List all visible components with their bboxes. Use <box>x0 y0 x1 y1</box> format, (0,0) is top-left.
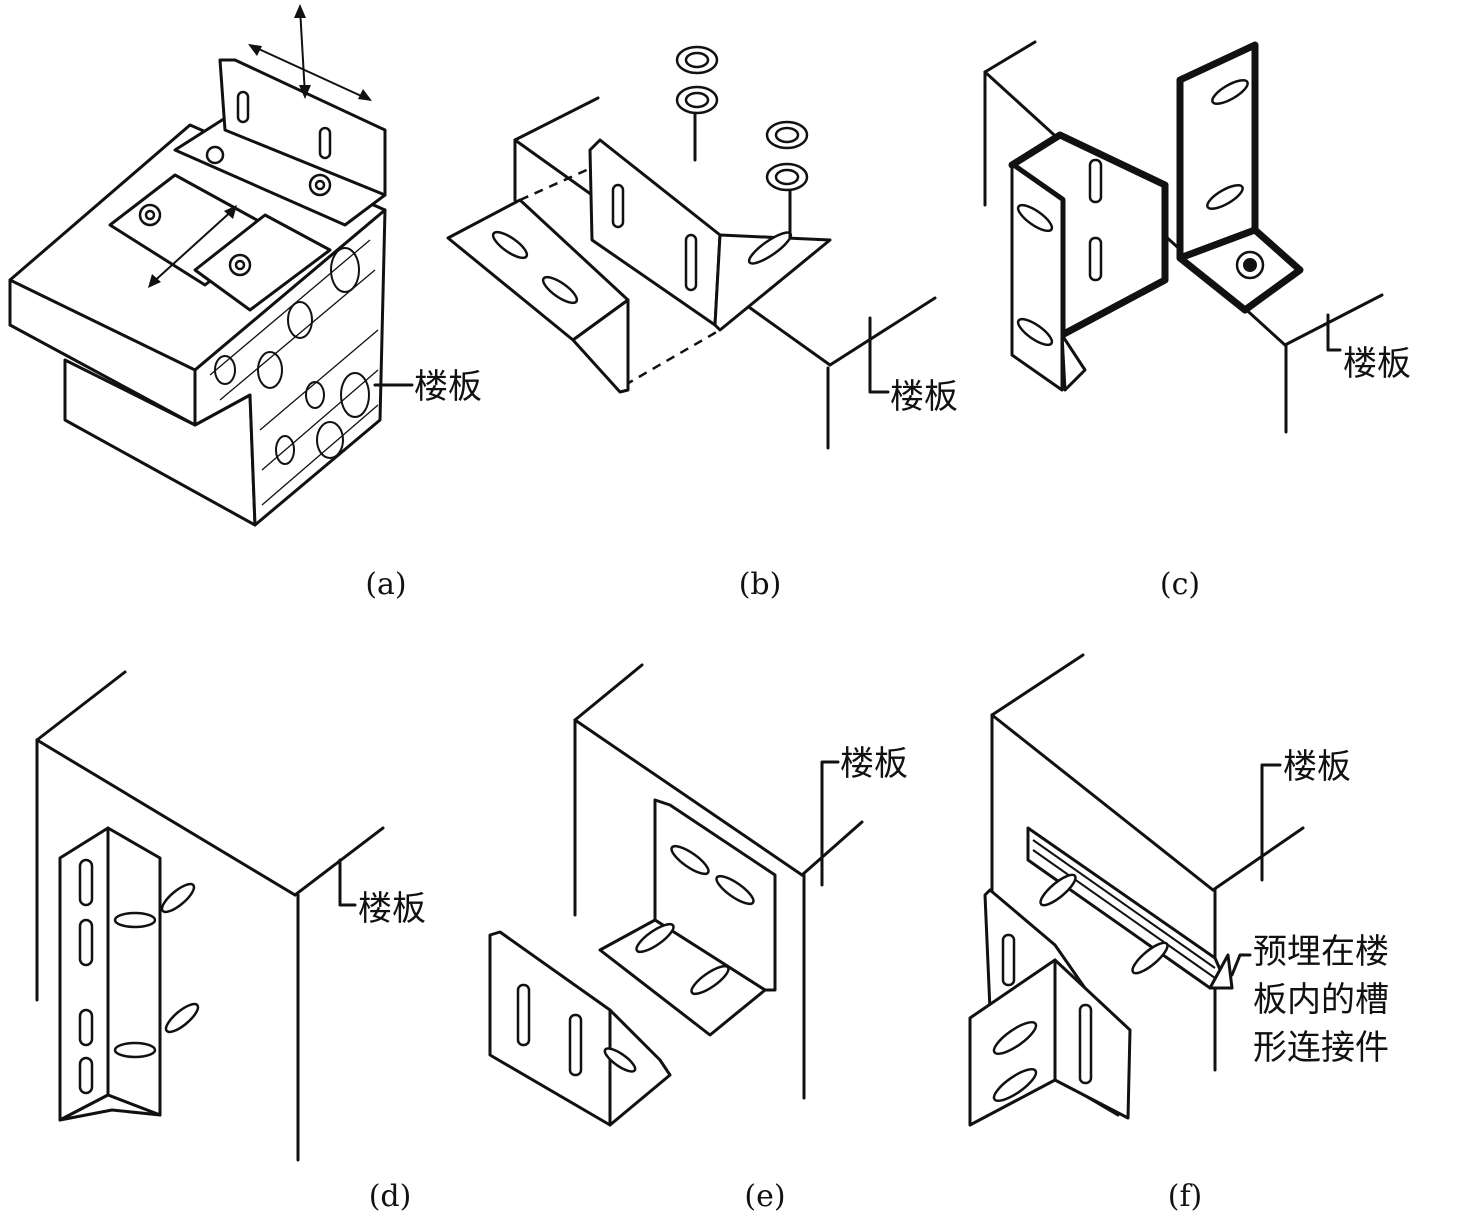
panel-c-caption: (c) <box>1160 567 1200 602</box>
panel-a-caption: (a) <box>365 567 406 602</box>
panel-e-caption: (e) <box>744 1179 785 1214</box>
panel-e-label: 楼板 <box>840 744 908 784</box>
panel-f-caption: (f) <box>1168 1179 1203 1214</box>
panel-f-callout-line-1: 预埋在楼 <box>1253 932 1389 972</box>
slab-section-hatch <box>209 239 379 506</box>
panel-a-label: 楼板 <box>414 367 482 407</box>
panel-d-caption: (d) <box>369 1179 412 1214</box>
adjust-arrows <box>148 4 372 288</box>
panel-f-callout-line-2: 板内的槽 <box>1253 980 1389 1020</box>
panel-b-caption: (b) <box>739 567 782 602</box>
panel-f-callout-line-3: 形连接件 <box>1253 1028 1389 1068</box>
panel-d: 楼板 (d) <box>35 670 426 1214</box>
panel-b-label: 楼板 <box>890 377 958 417</box>
panel-c: 楼板 (c) <box>983 40 1411 602</box>
panel-d-label: 楼板 <box>358 889 426 929</box>
panel-c-label: 楼板 <box>1343 344 1411 384</box>
panel-f-label: 楼板 <box>1283 747 1351 787</box>
panel-f: 楼板 预埋在楼 板内的槽 形连接件 (f) <box>968 653 1389 1214</box>
panel-b: 楼板 (b) <box>446 45 958 602</box>
panel-e: 楼板 (e) <box>488 663 908 1214</box>
panel-a: 楼板 (a) <box>8 4 482 602</box>
